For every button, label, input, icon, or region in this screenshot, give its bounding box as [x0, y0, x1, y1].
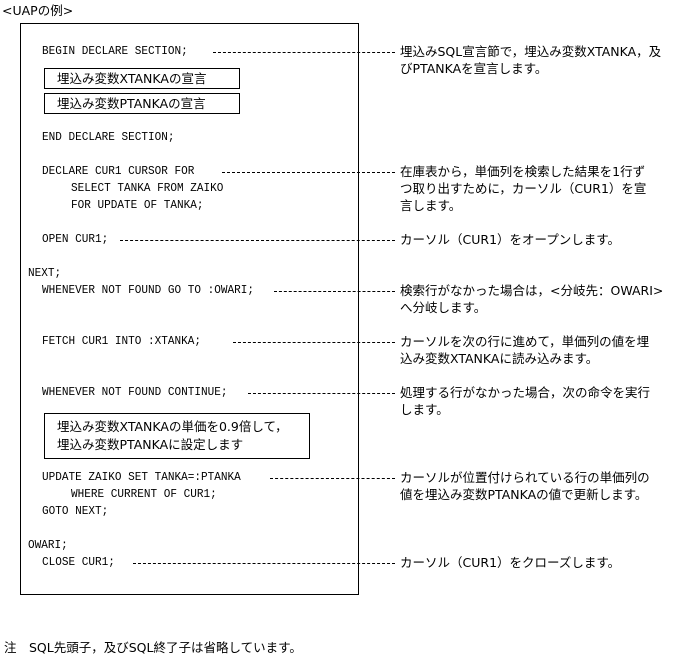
leader-line-open-cursor — [120, 240, 395, 241]
leader-line-fetch — [233, 342, 395, 343]
desc-line: 埋込みSQL宣言節で，埋込み変数XTANKA，及 — [400, 44, 662, 59]
desc-line: びPTANKAを宣言します。 — [400, 61, 548, 76]
desc-fetch: カーソルを次の行に進めて，単価列の値を埋 込み変数XTANKAに読み込みます。 — [400, 333, 682, 367]
decl-xtanka-box: 埋込み変数XTANKAの宣言 — [44, 68, 240, 89]
code-whenever-continue: WHENEVER NOT FOUND CONTINUE; — [42, 385, 228, 399]
code-close-cursor: CLOSE CUR1; — [42, 555, 115, 569]
calc-line-1: 埋込み変数XTANKAの単価を0.9倍して， — [57, 419, 288, 434]
decl-ptanka-box: 埋込み変数PTANKAの宣言 — [44, 93, 240, 114]
decl-xtanka-text: 埋込み変数XTANKAの宣言 — [57, 71, 207, 86]
desc-line: カーソル（CUR1）をオープンします。 — [400, 232, 621, 247]
desc-declare-section: 埋込みSQL宣言節で，埋込み変数XTANKA，及 びPTANKAを宣言します。 — [400, 43, 682, 77]
leader-line-whenever-goto — [274, 291, 395, 292]
code-label-next: NEXT; — [28, 266, 62, 280]
footnote: 注 SQL先頭子，及びSQL終了子は省略しています。 — [4, 640, 302, 655]
desc-line: 在庫表から，単価列を検索した結果を1行ず — [400, 164, 646, 179]
leader-line-declare-section — [213, 52, 395, 53]
desc-line: カーソルを次の行に進めて，単価列の値を埋 — [400, 334, 650, 349]
desc-line: つ取り出すために，カーソル（CUR1）を宣 — [400, 181, 647, 196]
leader-line-whenever-continue — [248, 393, 395, 394]
desc-close-cursor: カーソル（CUR1）をクローズします。 — [400, 554, 682, 571]
desc-update: カーソルが位置付けられている行の単価列の 値を埋込み変数PTANKAの値で更新し… — [400, 469, 682, 503]
desc-line: 込み変数XTANKAに読み込みます。 — [400, 351, 599, 366]
desc-whenever-continue: 処理する行がなかった場合，次の命令を実行 します。 — [400, 384, 682, 418]
desc-line: カーソル（CUR1）をクローズします。 — [400, 555, 621, 570]
code-open-cursor: OPEN CUR1; — [42, 232, 109, 246]
desc-line: 値を埋込み変数PTANKAの値で更新します。 — [400, 487, 648, 502]
desc-line: 検索行がなかった場合は，<分岐先：OWARI> — [400, 283, 664, 298]
desc-whenever-goto: 検索行がなかった場合は，<分岐先：OWARI> へ分岐します。 — [400, 282, 682, 316]
desc-line: します。 — [400, 402, 449, 417]
desc-line: 処理する行がなかった場合，次の命令を実行 — [400, 385, 651, 400]
desc-declare-cursor: 在庫表から，単価列を検索した結果を1行ず つ取り出すために，カーソル（CUR1）… — [400, 163, 682, 214]
code-begin-declare: BEGIN DECLARE SECTION; — [42, 44, 188, 58]
code-declare-cursor: DECLARE CUR1 CURSOR FOR — [42, 164, 195, 178]
calc-box: 埋込み変数XTANKAの単価を0.9倍して， 埋込み変数PTANKAに設定します — [44, 413, 310, 459]
leader-line-declare-cursor — [222, 172, 395, 173]
calc-line-2: 埋込み変数PTANKAに設定します — [57, 437, 244, 452]
code-goto-next: GOTO NEXT; — [42, 504, 109, 518]
desc-line: カーソルが位置付けられている行の単価列の — [400, 470, 650, 485]
desc-line: 言します。 — [400, 198, 462, 213]
code-label-owari: OWARI; — [28, 538, 68, 552]
uap-code-box — [20, 23, 359, 595]
code-fetch: FETCH CUR1 INTO :XTANKA; — [42, 334, 202, 348]
desc-open-cursor: カーソル（CUR1）をオープンします。 — [400, 231, 682, 248]
code-end-declare: END DECLARE SECTION; — [42, 130, 175, 144]
decl-ptanka-text: 埋込み変数PTANKAの宣言 — [57, 96, 206, 111]
desc-line: へ分岐します。 — [400, 300, 487, 315]
code-where-line: WHERE CURRENT OF CUR1; — [71, 487, 217, 501]
figure-title: <UAPの例> — [2, 3, 74, 18]
code-whenever-goto: WHENEVER NOT FOUND GO TO :OWARI; — [42, 283, 255, 297]
code-for-update-line: FOR UPDATE OF TANKA; — [71, 198, 204, 212]
code-select-line: SELECT TANKA FROM ZAIKO — [71, 181, 224, 195]
code-update-line: UPDATE ZAIKO SET TANKA=:PTANKA — [42, 470, 241, 484]
leader-line-close-cursor — [133, 563, 395, 564]
leader-line-update — [270, 478, 395, 479]
